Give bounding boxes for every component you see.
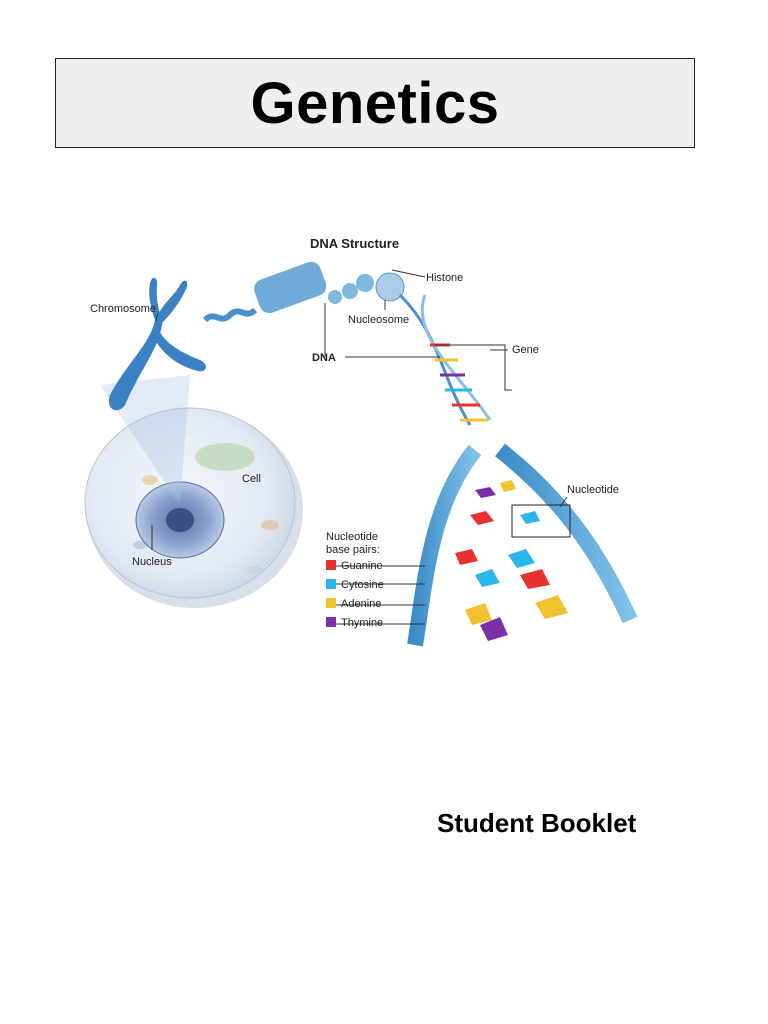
legend-swatch-cytosine bbox=[326, 579, 336, 589]
cell-illustration bbox=[84, 407, 303, 608]
legend-label-thymine: Thymine bbox=[341, 617, 383, 629]
title-box: Genetics bbox=[55, 58, 695, 148]
legend-swatch-adenine bbox=[326, 598, 336, 608]
booklet-subtitle: Student Booklet bbox=[437, 808, 637, 838]
figure-heading: DNA Structure bbox=[310, 236, 399, 251]
page-title: Genetics bbox=[250, 70, 500, 136]
nucleotide-label: Nucleotide bbox=[567, 484, 619, 496]
dna-label: DNA bbox=[312, 352, 336, 364]
dna-diagram: DNA Structure Histone Chromosome Nucleos… bbox=[84, 236, 638, 647]
dna-structure-figure: DNA Structure Histone Chromosome Nucleos… bbox=[80, 225, 660, 650]
gene-label: Gene bbox=[512, 344, 539, 356]
chromosome-label: Chromosome bbox=[90, 303, 156, 315]
legend-title-line1: Nucleotide bbox=[326, 531, 378, 543]
nucleosome-label: Nucleosome bbox=[348, 314, 409, 326]
base-pairs-legend: Nucleotide base pairs: GuanineCytosineAd… bbox=[326, 531, 384, 629]
legend-label-guanine: Guanine bbox=[341, 560, 383, 572]
dna-helix bbox=[398, 293, 638, 647]
legend-swatch-guanine bbox=[326, 560, 336, 570]
cell-label: Cell bbox=[242, 473, 261, 485]
legend-title-line2: base pairs: bbox=[326, 544, 380, 556]
chromatin-coil bbox=[202, 261, 405, 323]
chromosome-illustration bbox=[108, 277, 206, 411]
histone-label: Histone bbox=[426, 272, 463, 284]
legend-label-cytosine: Cytosine bbox=[341, 579, 384, 591]
legend-swatch-thymine bbox=[326, 617, 336, 627]
legend-label-adenine: Adenine bbox=[341, 598, 381, 610]
nucleus-label: Nucleus bbox=[132, 556, 172, 568]
leader-lines bbox=[151, 269, 568, 625]
